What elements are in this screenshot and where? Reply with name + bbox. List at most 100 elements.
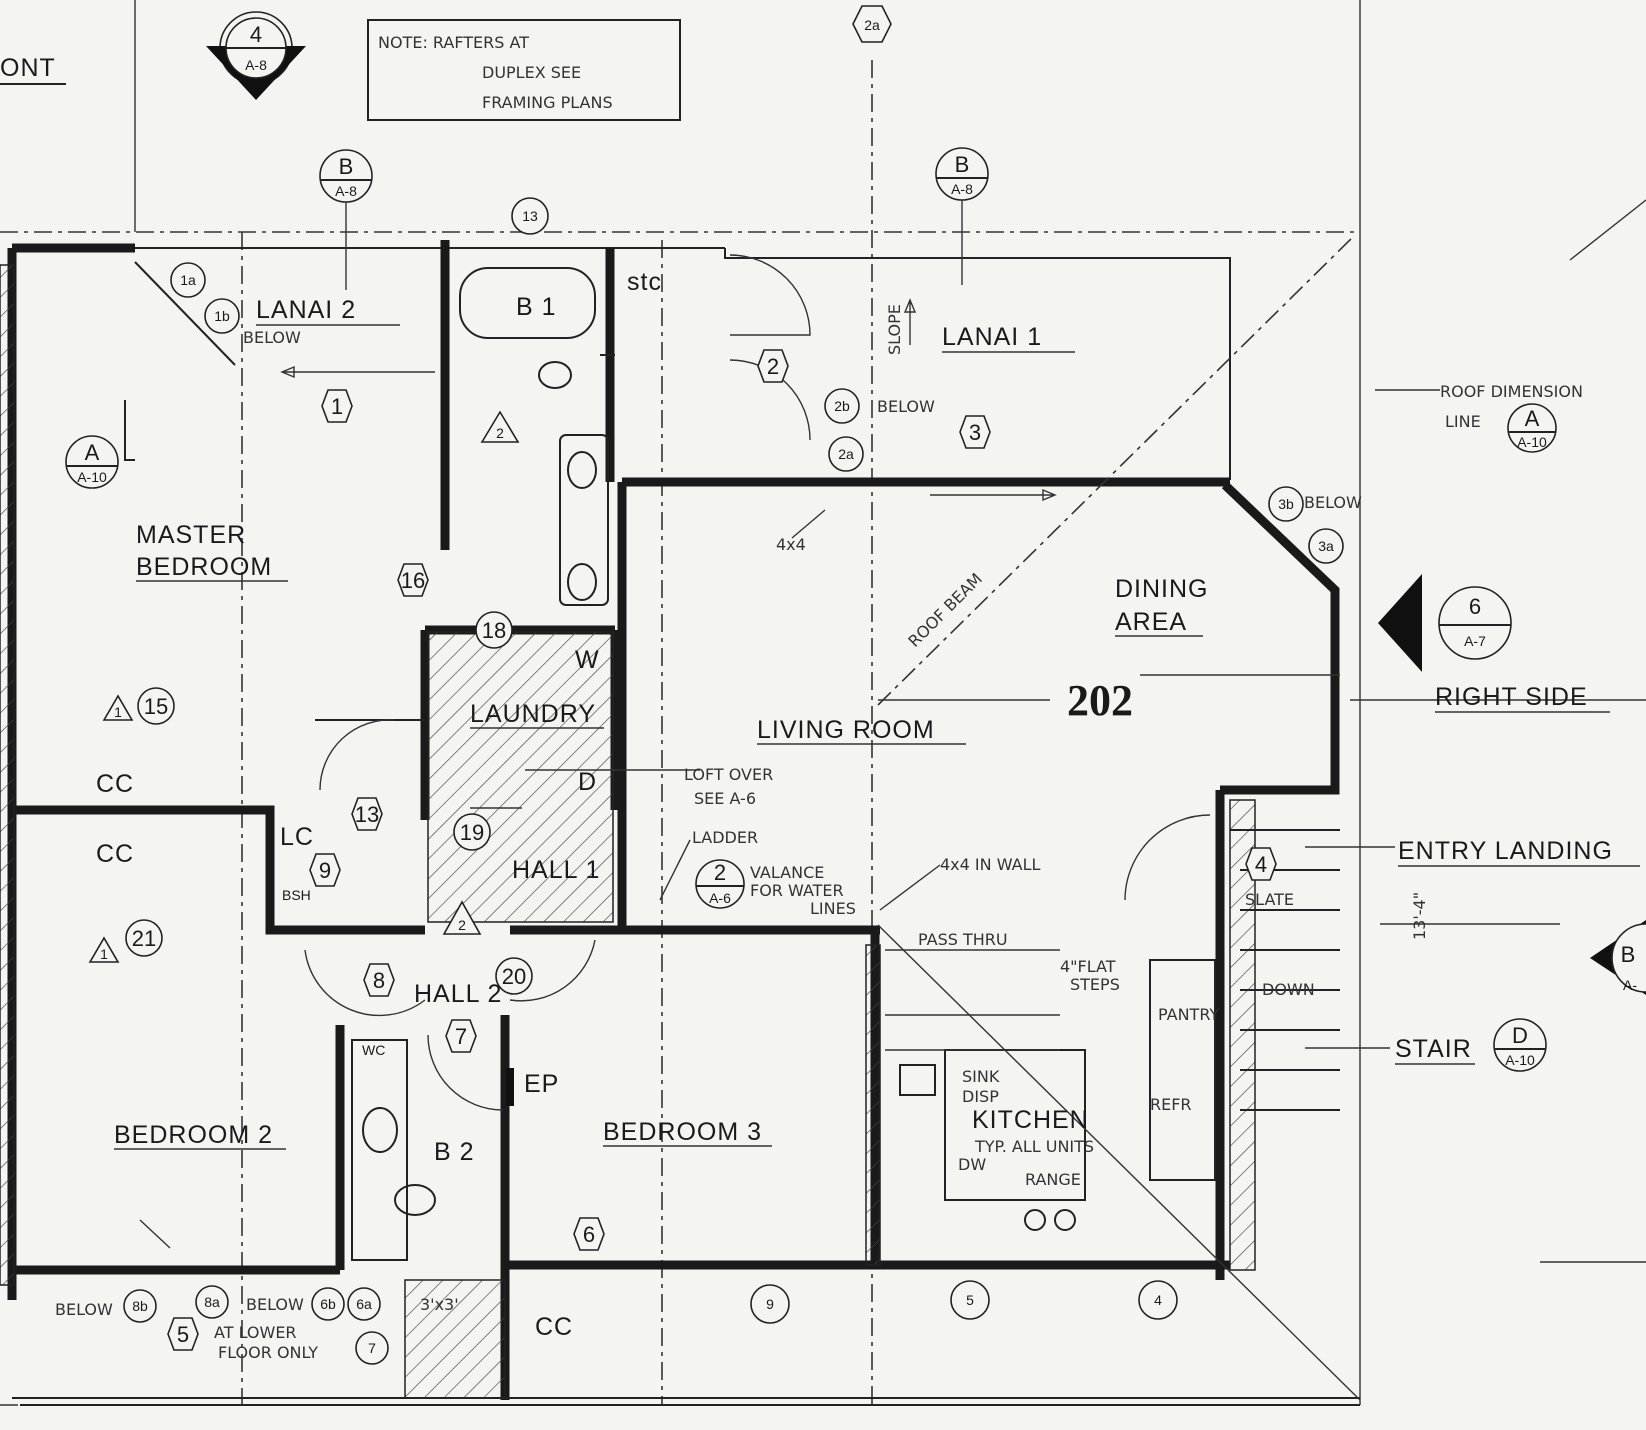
tag-9: 9 (319, 858, 331, 883)
note-line-2: DUPLEX SEE (482, 63, 581, 82)
closet-label-1: CC (96, 770, 134, 798)
hall-1-label: HALL 1 (512, 856, 600, 884)
tag-13-top: 13 (522, 208, 538, 224)
hatched-areas (0, 264, 1256, 1399)
annotations: stc BELOW BELOW BELOW BELOW BELOW SLOPE … (55, 268, 1362, 1362)
entry-landing-label: ENTRY LANDING (1398, 837, 1613, 865)
slope-label: SLOPE (885, 304, 904, 355)
diagonals (877, 199, 1646, 1401)
below-label-1: BELOW (243, 328, 301, 347)
detail-marker-sheet: A-10 (77, 469, 107, 485)
framing-note: NOTE: RAFTERS AT DUPLEX SEE FRAMING PLAN… (367, 19, 681, 121)
section-marker-sheet: A-7 (1464, 633, 1486, 649)
slate-label: SLATE (1245, 890, 1294, 909)
tag-7: 7 (455, 1024, 467, 1049)
roof-dimension-line-1: ROOF DIMENSION (1440, 382, 1583, 401)
tag-19: 19 (460, 820, 484, 845)
dining-area-line-2: AREA (1115, 608, 1187, 636)
sink-line-1: SINK (962, 1067, 1000, 1086)
dimension-label: 13'-4" (1410, 892, 1429, 940)
laundry-label: LAUNDRY (470, 700, 596, 728)
marker-4-sheet: A-8 (245, 57, 267, 73)
tag-15: 15 (144, 694, 168, 719)
edge-text: ONT (0, 54, 56, 82)
tag-4: 4 (1255, 852, 1267, 877)
room-labels: MASTER BEDROOM LANAI 2 B 1 LANAI 1 DININ… (96, 293, 1209, 1341)
tag-1a: 1a (180, 272, 196, 288)
edge-marker-letter: B (1621, 942, 1636, 967)
revision-tri-1: 2 (496, 425, 504, 441)
tag-8b: 8b (132, 1298, 148, 1314)
below-label-2: BELOW (877, 397, 935, 416)
dishwasher-label: DW (958, 1155, 986, 1174)
detail-marker-letter: B (955, 152, 970, 177)
section-marker-4: 4 A-8 (206, 11, 306, 100)
detail-marker-a-left: A A-10 (65, 435, 119, 489)
below-label-5: BELOW (246, 1295, 304, 1314)
tag-7-lower: 7 (368, 1340, 376, 1356)
bedroom-3-label: BEDROOM 3 (603, 1118, 762, 1146)
revision-tri-3: 1 (114, 704, 122, 720)
typical-units-label: TYP. ALL UNITS (974, 1137, 1094, 1156)
post-4x4-label: 4x4 (776, 535, 806, 554)
tag-16: 16 (401, 568, 425, 593)
tag-3: 3 (969, 420, 981, 445)
tag-8a: 8a (204, 1294, 220, 1310)
note-line-3: FRAMING PLANS (482, 93, 613, 112)
tag-3b: 3b (1278, 496, 1294, 512)
tag-1: 1 (331, 394, 343, 419)
closet-label-2: CC (96, 840, 134, 868)
unit-number: 202 (1067, 676, 1133, 725)
detail-marker-d: D A-10 (1493, 1018, 1547, 1072)
bath-1-label: B 1 (516, 293, 557, 321)
edge-section-marker: B A- (1590, 920, 1646, 995)
window-tag-5: 5 (966, 1292, 974, 1308)
valance-line-1: VALANCE (750, 863, 824, 882)
detail-marker-a-roof: A A-10 (1507, 403, 1557, 453)
fixtures (124, 254, 1340, 1261)
bedroom-2-label: BEDROOM 2 (114, 1121, 273, 1149)
sink-line-2: DISP (962, 1087, 999, 1106)
lanai-1-label: LANAI 1 (942, 323, 1042, 351)
refr-label: REFR (1150, 1095, 1192, 1114)
detail-marker-sheet: A-10 (1517, 434, 1547, 450)
column-marker-2a: 2a (852, 5, 892, 43)
bath-2-label: B 2 (434, 1138, 475, 1166)
edge-marker-sheet: A- (1623, 977, 1637, 993)
below-label-4: BELOW (55, 1300, 113, 1319)
right-side-label: RIGHT SIDE (1435, 683, 1588, 711)
side-labels: RIGHT SIDE ENTRY LANDING STAIR ROOF DIME… (1395, 382, 1640, 1065)
lanai-2-label: LANAI 2 (256, 296, 356, 324)
ladder-label: LADDER (692, 828, 758, 847)
dryer-label: D (578, 768, 597, 796)
window-tag-9: 9 (766, 1296, 774, 1312)
roof-dimension-line-2: LINE (1445, 412, 1481, 431)
dining-area-line-1: DINING (1115, 575, 1209, 603)
detail-marker-sheet: A-10 (1505, 1052, 1535, 1068)
stair-label: STAIR (1395, 1035, 1472, 1063)
hall-2-label: HALL 2 (414, 980, 502, 1008)
tag-8: 8 (373, 968, 385, 993)
bsh-label: BSH (282, 887, 311, 903)
tag-2b: 2b (834, 398, 850, 414)
stc-label: stc (627, 268, 662, 296)
electrical-panel-label: EP (524, 1070, 559, 1098)
tag-3a: 3a (1318, 538, 1334, 554)
walls (7, 240, 1360, 1406)
arrows (139, 298, 1440, 1249)
revision-triangles: 2 2 1 1 (88, 410, 520, 963)
detail-marker-letter: A (1525, 406, 1540, 431)
loft-line-2: SEE A-6 (694, 789, 756, 808)
section-marker-6: 6 A-7 (1378, 574, 1512, 672)
tag-6: 6 (583, 1222, 595, 1247)
revision-tri-2: 2 (458, 917, 466, 933)
tag-5-lower: 5 (177, 1322, 189, 1347)
below-label-3: BELOW (1304, 493, 1362, 512)
flat-steps-line-2: STEPS (1070, 975, 1120, 994)
tag-6a: 6a (356, 1296, 372, 1312)
lower-floor-line-2: FLOOR ONLY (218, 1343, 318, 1362)
detail-marker-letter: D (1512, 1023, 1528, 1048)
washer-label: W (575, 646, 600, 674)
